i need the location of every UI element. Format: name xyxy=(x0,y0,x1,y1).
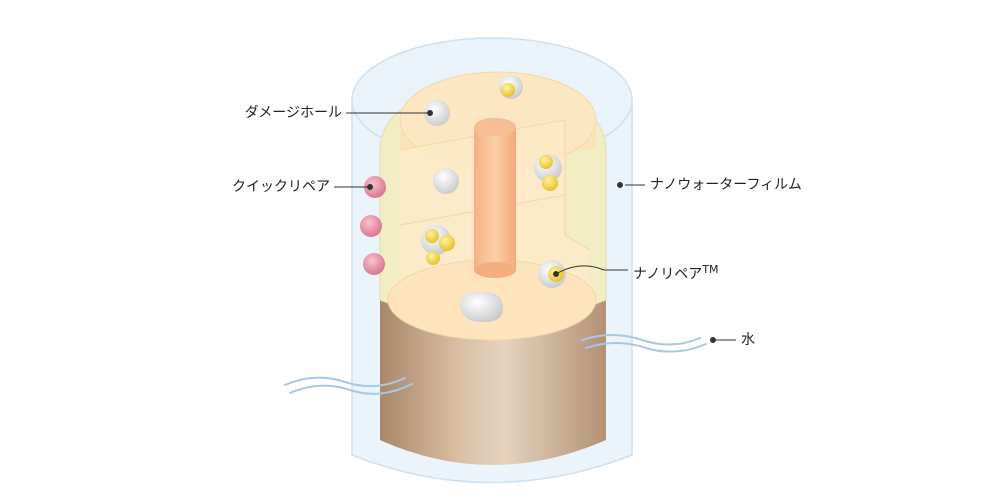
label-quick-repair: クイックリペア xyxy=(232,179,330,195)
label-nano-repair: ナノリペアTM xyxy=(633,261,719,284)
nano-repair-particle xyxy=(539,155,553,169)
nano-repair-particles xyxy=(425,83,564,282)
quick-repair-particle xyxy=(363,253,385,275)
damage-hole xyxy=(424,100,450,126)
label-water: 水 xyxy=(741,332,755,348)
nano-repair-particle xyxy=(439,235,455,251)
nano-repair-particle xyxy=(426,251,440,265)
label-damage-hole: ダメージホール xyxy=(244,105,342,121)
quick-repair-particles xyxy=(360,176,386,275)
nano-repair-particle xyxy=(501,83,515,97)
medulla xyxy=(474,118,516,278)
label-nano-repair-text: ナノリペア xyxy=(633,266,703,283)
leader-lines xyxy=(334,110,736,343)
nano-repair-particle xyxy=(425,229,439,243)
quick-repair-particle xyxy=(360,215,382,237)
quick-repair-particle xyxy=(364,176,386,198)
hair-shaft xyxy=(380,300,606,465)
damage-hole xyxy=(460,291,504,323)
trademark-symbol: TM xyxy=(702,263,719,276)
damage-hole xyxy=(433,168,459,194)
water-waves xyxy=(284,334,707,395)
nano-repair-particle xyxy=(542,175,558,191)
label-nano-water-film: ナノウォーターフィルム xyxy=(650,177,802,193)
